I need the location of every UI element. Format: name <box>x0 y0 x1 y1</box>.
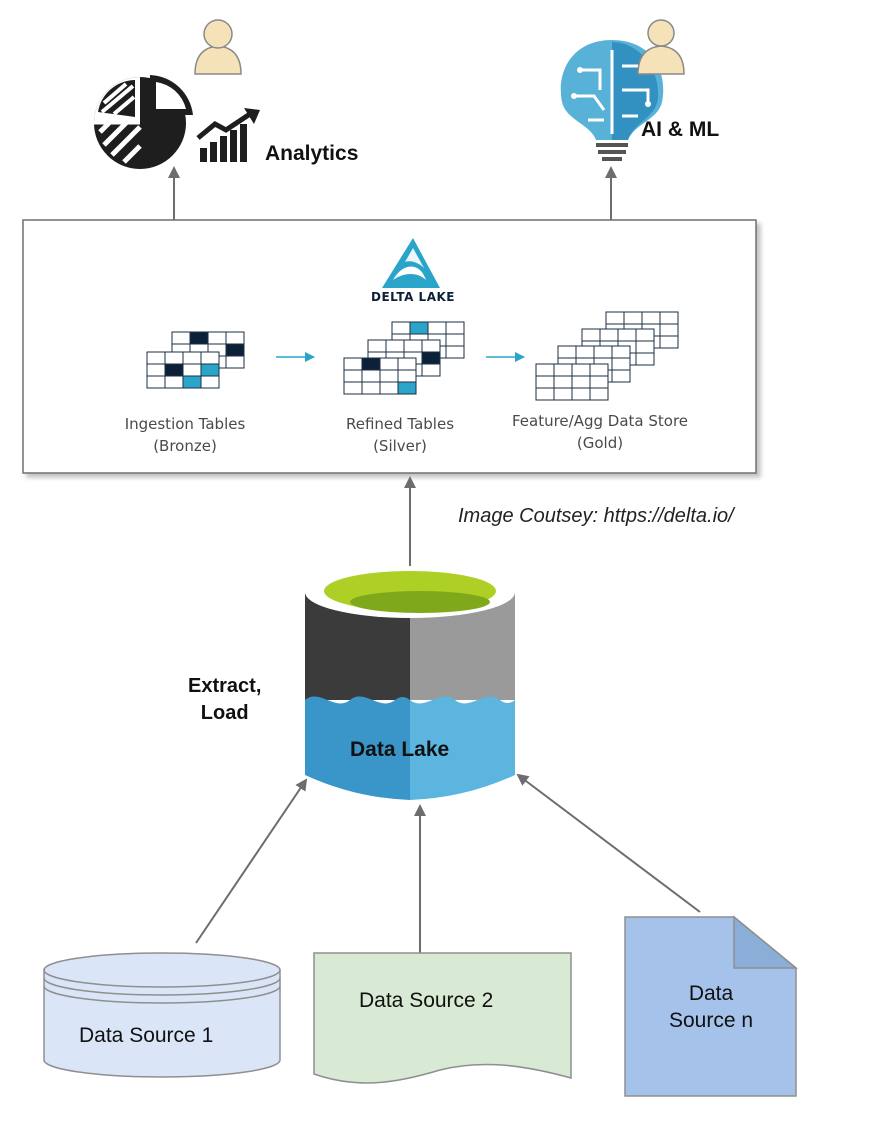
stage-silver-tier: (Silver) <box>373 437 427 455</box>
delta-logo-icon <box>382 238 440 288</box>
image-credit: Image Coutsey: https://delta.io/ <box>458 505 734 527</box>
bar-growth-icon <box>196 108 260 162</box>
user-icon-aiml <box>637 19 685 75</box>
stage-gold-name: Feature/Agg Data Store <box>511 412 689 430</box>
stage-silver-label: Refined Tables (Silver) <box>320 413 480 457</box>
aiml-label: AI & ML <box>641 118 720 141</box>
arrow-source1-to-lake <box>195 778 308 944</box>
silver-tables-icon <box>343 321 465 395</box>
data-source-n-line-1: Data <box>688 982 734 1005</box>
delta-logo-text: DELTA LAKE <box>371 290 455 304</box>
data-source-n-shape <box>624 915 799 1097</box>
stage-silver-name: Refined Tables <box>345 415 455 433</box>
data-source-n-label: Data Source n <box>632 980 790 1034</box>
etl-label: Extract, Load <box>188 673 261 727</box>
data-lake-cylinder <box>305 566 515 800</box>
data-source-n-line-2: Source n <box>668 1009 754 1032</box>
analytics-label: Analytics <box>265 142 359 165</box>
data-source-1-label: Data Source 1 <box>79 1024 214 1047</box>
stage-gold-tier: (Gold) <box>576 434 624 452</box>
gold-tables-icon <box>535 311 679 401</box>
data-lake-label: Data Lake <box>350 738 450 761</box>
stage-bronze-name: Ingestion Tables <box>124 415 246 433</box>
data-source-1-shape <box>43 952 281 1078</box>
stage-bronze-label: Ingestion Tables (Bronze) <box>105 413 265 457</box>
data-source-2-label: Data Source 2 <box>359 989 494 1012</box>
arrow-sourceN-to-lake <box>516 773 701 913</box>
etl-line-1: Extract, <box>188 675 262 697</box>
etl-line-2: Load <box>200 702 249 724</box>
stage-gold-label: Feature/Agg Data Store (Gold) <box>494 410 706 454</box>
data-source-2-shape <box>313 952 572 1084</box>
user-icon-analytics <box>194 19 242 75</box>
stage-bronze-tier: (Bronze) <box>153 437 217 455</box>
bronze-tables-icon <box>146 331 245 389</box>
pie-chart-icon <box>94 75 193 169</box>
